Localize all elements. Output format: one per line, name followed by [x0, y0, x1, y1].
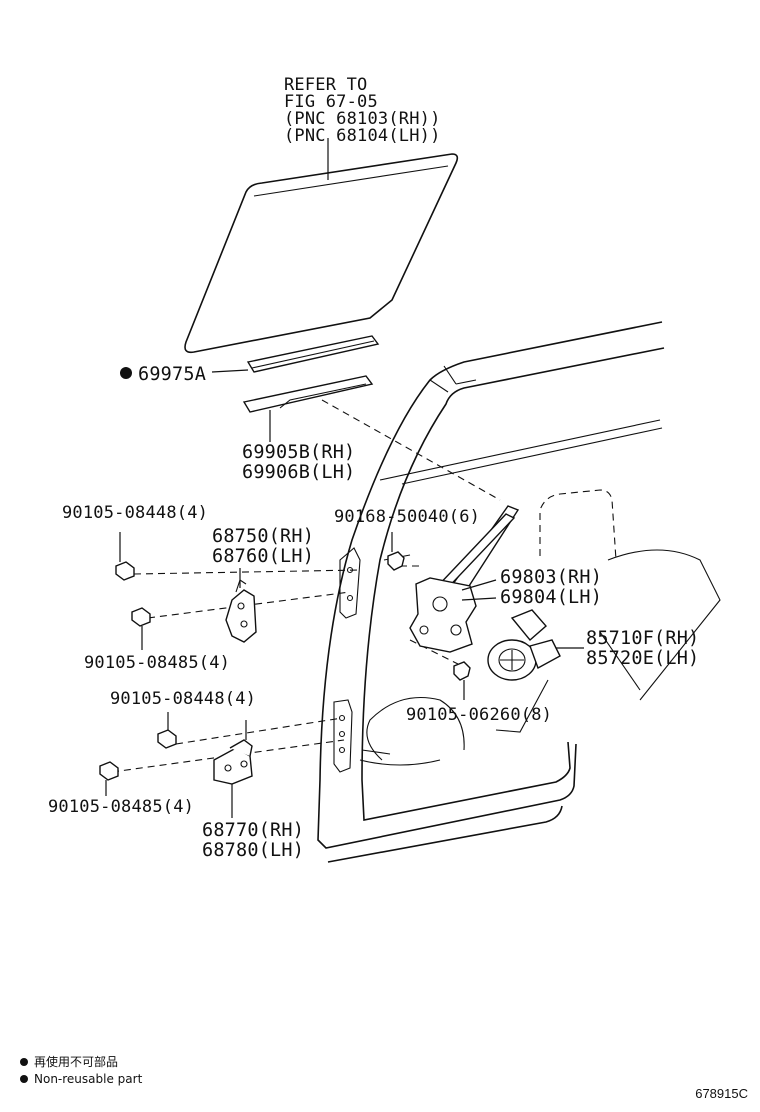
run-channel-leader — [211, 369, 249, 373]
label-lower-hinge-lh: 68780(LH) — [202, 840, 304, 861]
label-bolt-regulator: 90168-50040(6) — [334, 507, 480, 527]
refer-note-line-4: (PNC 68104(LH)) — [284, 126, 441, 146]
label-weatherstrip-lh: 69906B(LH) — [242, 462, 355, 483]
assembly-guide-lines — [111, 399, 501, 773]
glass-run-channel — [246, 335, 380, 373]
figure-id: 678915C — [695, 1086, 748, 1101]
label-weatherstrip-rh: 69905B(RH) — [242, 442, 355, 463]
label-bolt-motor: 90105-06260(8) — [406, 705, 552, 725]
window-regulator — [409, 505, 520, 653]
hex-bolt-icon — [99, 761, 119, 796]
non-reusable-marker-icon — [120, 367, 132, 379]
label-upper-hinge-rh: 68750(RH) — [212, 526, 314, 547]
label-bolt-upper-2: 90105-08485(4) — [84, 653, 230, 673]
hex-bolt-icon — [157, 712, 177, 749]
upper-door-hinge — [225, 579, 257, 643]
door-glass — [184, 153, 459, 354]
filled-circle-icon — [20, 1075, 28, 1083]
refer-note-line-1: REFER TO — [284, 75, 367, 95]
label-run-channel: 69975A — [138, 364, 206, 385]
hex-bolt-icon — [387, 532, 405, 571]
hex-bolt-icon — [131, 607, 151, 650]
label-motor-lh: 85720E(LH) — [586, 648, 699, 669]
label-bolt-lower-1: 90105-08448(4) — [110, 689, 256, 709]
hex-bolt-icon — [115, 532, 135, 581]
window-regulator-motor — [487, 609, 561, 681]
label-motor-rh: 85710F(RH) — [586, 628, 699, 649]
label-regulator-rh: 69803(RH) — [500, 567, 602, 588]
lower-door-hinge — [213, 739, 253, 785]
rear-door-panel — [317, 321, 721, 863]
label-bolt-lower-2: 90105-08485(4) — [48, 797, 194, 817]
label-upper-hinge-lh: 68760(LH) — [212, 546, 314, 567]
door-weatherstrip — [242, 375, 374, 413]
filled-circle-icon — [20, 1058, 28, 1066]
label-regulator-lh: 69804(LH) — [500, 587, 602, 608]
legend: 再使用不可部品 Non-reusable part — [20, 1054, 143, 1086]
label-lower-hinge-rh: 68770(RH) — [202, 820, 304, 841]
label-bolt-upper-1: 90105-08448(4) — [62, 503, 208, 523]
refer-note-line-3: (PNC 68103(RH)) — [284, 109, 441, 129]
hex-bolt-icon — [453, 661, 471, 700]
legend-text-jp: 再使用不可部品 — [34, 1054, 118, 1069]
refer-note-line-2: FIG 67-05 — [284, 92, 378, 112]
legend-text-en: Non-reusable part — [34, 1072, 143, 1086]
